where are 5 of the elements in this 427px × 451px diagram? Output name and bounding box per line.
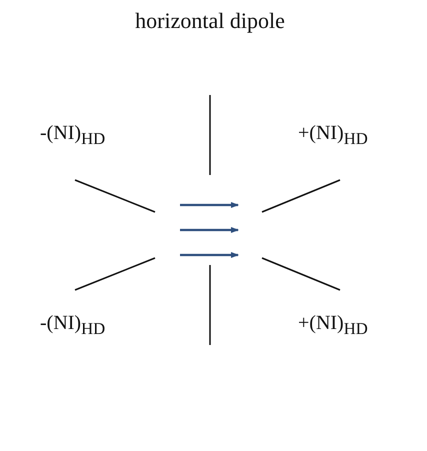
charge-label: +(NI)$_{HD}$	[298, 122, 368, 149]
title: horizontal dipole	[134, 8, 286, 34]
charge-label: -(NI)$_{HD}$	[40, 122, 106, 149]
charge-label: -(NI)$_{HD}$	[40, 312, 106, 339]
charge-label: +(NI)$_{HD}$	[298, 312, 368, 339]
